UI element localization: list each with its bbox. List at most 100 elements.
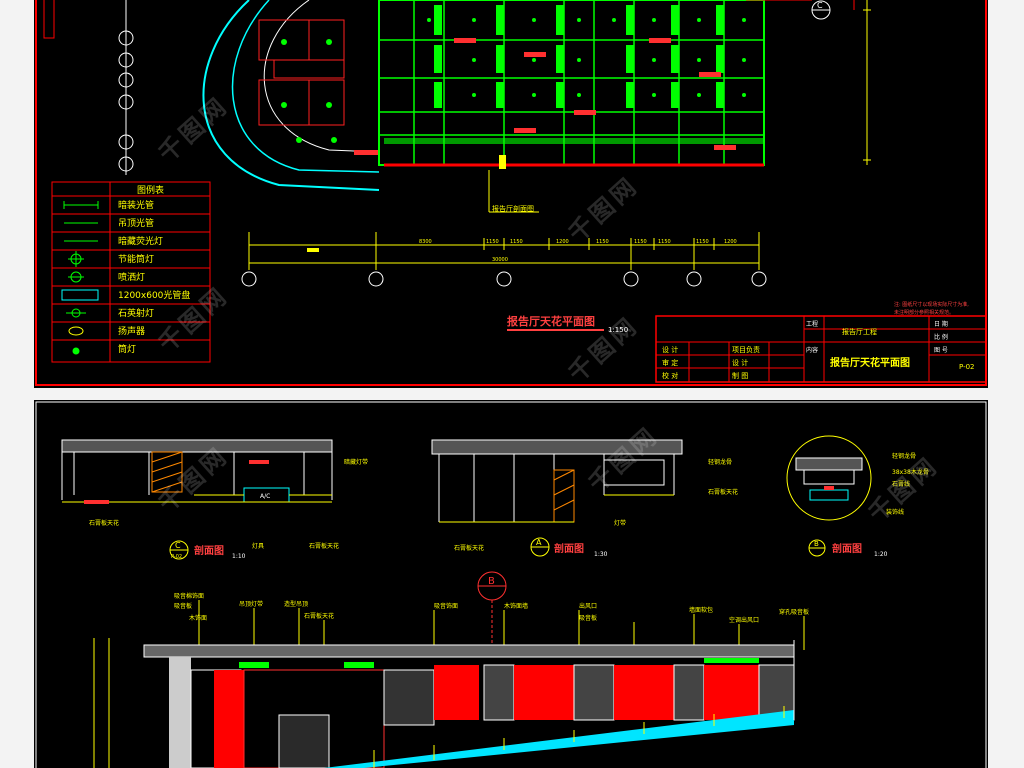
plan-title: 报告厅天花平面图 bbox=[507, 314, 595, 328]
section-b-detail: 轻钢龙骨 38x38木龙骨 石膏线 装饰线 B 剖面图 1:20 bbox=[786, 435, 929, 558]
section-a-marker: A 剖面图 1:30 bbox=[530, 537, 608, 558]
legend-item-7: 扬声器 bbox=[118, 325, 145, 337]
auditorium-elevation bbox=[93, 638, 795, 768]
plan-callout-c: C bbox=[746, 0, 831, 20]
legend-item-6: 石英射灯 bbox=[118, 307, 154, 319]
elev-label-6: 吸音饰面 bbox=[434, 602, 458, 610]
section-b-label-1: 38x38木龙骨 bbox=[892, 468, 929, 476]
legend-item-3: 节能筒灯 bbox=[118, 253, 154, 265]
elev-label-12: 穿孔吸音板 bbox=[779, 608, 809, 616]
elev-label-8: 出风口 bbox=[579, 602, 597, 610]
dim-3: 1200 bbox=[556, 239, 569, 245]
dim-8: 1200 bbox=[724, 239, 737, 245]
dim-6: 1150 bbox=[658, 239, 671, 245]
tb-row-3: 项目负责 bbox=[732, 345, 760, 354]
section-elevation-sheet: A/C 石膏板天花 灯具 石膏板天花 暗藏灯带 C P-02 剖面图 1:10 … bbox=[34, 400, 988, 768]
section-c-detail: A/C 石膏板天花 灯具 石膏板天花 暗藏灯带 C P-02 剖面图 1:10 bbox=[61, 439, 368, 560]
section-c-scale: 1:10 bbox=[232, 553, 246, 560]
legend-title: 图例表 bbox=[137, 184, 164, 196]
section-c-title: 剖面图 bbox=[194, 544, 224, 557]
tb-project-name: 报告厅工程 bbox=[842, 327, 877, 336]
curved-ceiling-edge bbox=[263, 0, 380, 153]
tb-side-2: 图 号 bbox=[934, 347, 948, 354]
dim-5: 1150 bbox=[634, 239, 647, 245]
tb-content-label: 内容 bbox=[806, 346, 818, 354]
note-line-1: 注: 图纸尺寸以现场实际尺寸为准, bbox=[894, 301, 969, 308]
elev-label-2: 木饰面 bbox=[189, 614, 207, 622]
elev-label-0: 吸音棉饰面 bbox=[174, 592, 204, 600]
curved-wall-inner bbox=[231, 0, 380, 173]
legend-item-2: 暗藏荧光灯 bbox=[118, 235, 163, 247]
tb-side-1: 比 例 bbox=[934, 333, 948, 341]
tb-row-4: 设 计 bbox=[732, 358, 748, 367]
legend-item-5: 1200x600光管盘 bbox=[118, 289, 190, 301]
title-block: 工程 报告厅工程 内容 报告厅天花平面图 P-02 设 计 审 定 校 对 项目… bbox=[655, 315, 987, 383]
elev-label-4: 造型吊顶 bbox=[284, 600, 308, 608]
elev-label-1: 吸音板 bbox=[174, 602, 192, 610]
section-b-label-3: 装饰线 bbox=[886, 508, 904, 516]
section-a-detail: 轻钢龙骨 石膏板天花 石膏板天花 灯带 A 剖面图 1:30 bbox=[431, 439, 738, 558]
section-c-label-3: 石膏板天花 bbox=[309, 542, 339, 550]
elev-label-3: 吊顶灯带 bbox=[239, 600, 263, 608]
elev-label-9: 吸音板 bbox=[579, 614, 597, 622]
legend-item-0: 暗装光管 bbox=[118, 199, 154, 211]
section-a-label-3: 灯带 bbox=[614, 519, 626, 527]
legend-item-8: 筒灯 bbox=[118, 343, 136, 355]
section-b-marker: B 剖面图 1:20 bbox=[808, 539, 888, 558]
section-b-label-2: 石膏线 bbox=[892, 480, 910, 488]
apse-ceiling-panels bbox=[258, 19, 345, 126]
dim-2: 1150 bbox=[510, 239, 523, 245]
legend-item-1: 吊顶光管 bbox=[118, 217, 154, 229]
section-a-title: 剖面图 bbox=[554, 542, 584, 555]
section-c-label-4: 暗藏灯带 bbox=[344, 458, 368, 466]
tb-drawing-name: 报告厅天花平面图 bbox=[830, 356, 910, 369]
section-a-letter: A bbox=[536, 538, 542, 547]
tb-project-label: 工程 bbox=[806, 320, 818, 328]
dim-1: 1150 bbox=[486, 239, 499, 245]
plan-callout-c-letter: C bbox=[817, 1, 823, 10]
plan-scale: 1:150 bbox=[608, 326, 628, 334]
dim-7: 1150 bbox=[696, 239, 709, 245]
tb-row-1: 审 定 bbox=[662, 358, 678, 367]
section-a-label-0: 轻钢龙骨 bbox=[708, 458, 732, 466]
ceiling-plan-sheet: C 报告厅剖面图 8300 1150 1150 1200 1150 1150 1… bbox=[34, 0, 988, 388]
binding-strip bbox=[43, 0, 55, 39]
section-c-letter: C bbox=[175, 541, 181, 550]
section-c-marker: C P-02 剖面图 1:10 bbox=[169, 540, 246, 560]
tb-row-0: 设 计 bbox=[662, 345, 678, 354]
section-c-ac: A/C bbox=[260, 493, 270, 500]
section-elevation-drawing: A/C 石膏板天花 灯具 石膏板天花 暗藏灯带 C P-02 剖面图 1:10 … bbox=[35, 401, 987, 768]
dim-total: 30000 bbox=[492, 257, 508, 263]
section-c-sheet: P-02 bbox=[171, 554, 182, 560]
tb-row-5: 制 图 bbox=[732, 371, 748, 380]
tb-side-0: 日 期 bbox=[934, 320, 948, 328]
section-b-label-0: 轻钢龙骨 bbox=[892, 452, 916, 460]
tb-drawing-no: P-02 bbox=[959, 363, 975, 371]
sheet-frame-bottom bbox=[35, 401, 987, 768]
section-b-letter: B bbox=[814, 540, 819, 548]
curved-wall-outer bbox=[202, 0, 380, 191]
legend-table: 图例表 暗装光管 吊顶光管 暗藏荧光灯 节能筒灯 喷洒灯 1200x600光管盘… bbox=[51, 181, 211, 363]
section-a-label-2: 石膏板天花 bbox=[454, 544, 484, 552]
section-a-scale: 1:30 bbox=[594, 551, 608, 558]
tb-row-2: 校 对 bbox=[662, 371, 678, 380]
section-a-label-1: 石膏板天花 bbox=[708, 488, 738, 496]
elev-label-10: 墙面软包 bbox=[689, 606, 713, 614]
ceiling-plan-drawing: C 报告厅剖面图 8300 1150 1150 1200 1150 1150 1… bbox=[35, 0, 987, 386]
elev-label-11: 空调出风口 bbox=[729, 616, 759, 624]
dim-4: 1150 bbox=[596, 239, 609, 245]
section-b-scale: 1:20 bbox=[874, 551, 888, 558]
seating-ramp bbox=[324, 710, 794, 768]
left-axis-markers bbox=[118, 0, 134, 175]
dim-0: 8300 bbox=[419, 239, 432, 245]
section-cut-label: 报告厅剖面图 bbox=[492, 204, 534, 213]
elev-label-7: 木饰面墙 bbox=[504, 602, 528, 610]
note-line-2: 未注明部分参照相关规范。 bbox=[894, 309, 954, 316]
section-c-label-0: 石膏板天花 bbox=[89, 519, 119, 527]
apse-downlights bbox=[281, 39, 337, 143]
legend-item-4: 喷洒灯 bbox=[118, 271, 145, 283]
section-c-label-1: 灯具 bbox=[252, 542, 264, 550]
plan-dimension-chain: 8300 1150 1150 1200 1150 1150 1150 1150 … bbox=[241, 232, 767, 287]
right-dimension-line bbox=[863, 0, 871, 165]
elevation-callout-b: B bbox=[477, 571, 507, 650]
